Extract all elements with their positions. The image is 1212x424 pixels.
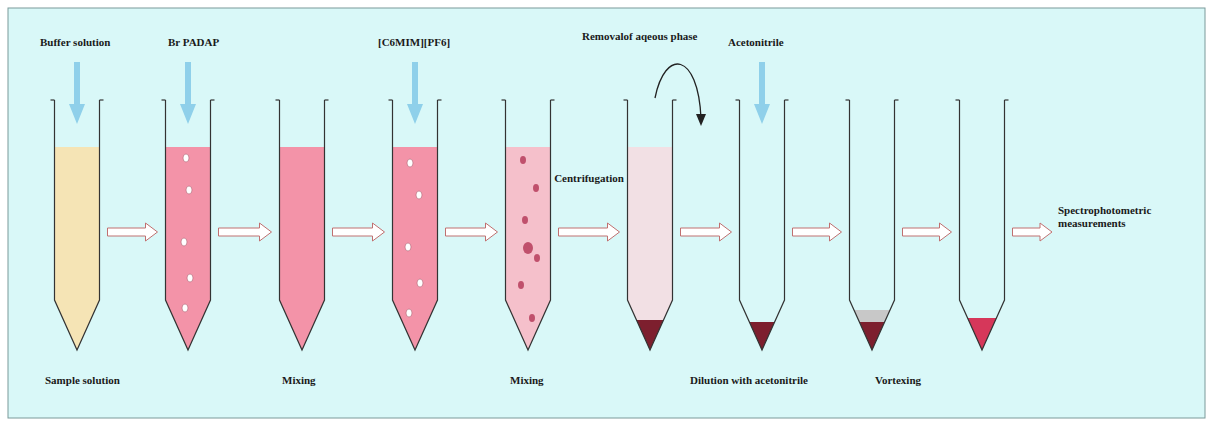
tube-lip [100,99,104,100]
tube-liquid [280,147,325,350]
tube-lip [846,99,850,100]
tube-lip [673,99,677,100]
tube-lip [502,99,506,100]
process-arrow [446,223,498,241]
process-arrow [681,223,732,241]
tube-lip [438,99,442,100]
tube-lip [895,99,899,100]
tube-lip [785,99,789,100]
tube-liquid [859,322,884,350]
tube-liquid [854,310,890,322]
removal-arrow [655,64,701,118]
addition-arrow [754,62,770,124]
drop [534,254,540,262]
tube-liquid [393,147,438,350]
tube-lip [325,99,329,100]
bubble [405,243,411,251]
step-label: Spectrophotometric measurements [1058,204,1168,230]
tube-lip [211,99,215,100]
tube-lip [1005,99,1009,100]
addition-arrow [180,62,196,124]
bubble [407,159,413,167]
tube-lip [624,99,628,100]
tube-liquid [55,147,100,350]
tube-liquid [506,147,551,350]
bubble [406,309,412,317]
drop [529,314,535,322]
step-label: Acetonitrile [728,36,784,49]
bubble [181,238,187,246]
drop [520,156,526,164]
test-tube [628,100,673,350]
process-arrow [219,223,272,241]
bubble [416,191,422,199]
frame [8,8,1205,418]
step-label: [C6MIM][PF6] [378,36,450,49]
step-label: Mixing [282,374,316,387]
process-arrow [793,223,842,241]
tube-lip [51,99,55,100]
bubble [187,274,193,282]
addition-arrow [407,62,423,124]
step-label: Br PADAP [168,36,219,49]
drop [522,216,528,224]
step-label: Sample solution [45,374,120,387]
drop [523,242,533,254]
test-tube [740,100,785,350]
step-label: Removalof aqeous phase [582,30,698,43]
process-arrow [108,223,158,241]
drop [518,281,524,289]
process-arrow [333,223,385,241]
test-tube [393,100,438,350]
test-tube [166,100,211,350]
bubble [182,304,188,312]
tube-liquid [968,318,997,350]
step-label: Buffer solution [40,36,110,49]
tube-lip [551,99,555,100]
tube-liquid [628,147,673,320]
tube-liquid [749,322,774,350]
step-label: Mixing [510,374,544,387]
tube-liquid [166,147,211,350]
tube-liquid [637,320,664,350]
addition-arrow [69,62,85,124]
step-label: Centrifugation [554,172,624,185]
bubble [186,186,192,194]
test-tube [960,100,1005,350]
step-label: Dilution with acetonitrile [690,374,808,387]
tube-lip [276,99,280,100]
bubble [417,279,423,287]
step-label: Vortexing [875,374,921,387]
process-arrow [1013,223,1053,241]
test-tube [850,100,895,350]
drop [533,184,539,192]
tube-lip [956,99,960,100]
process-arrow [559,223,620,241]
process-arrow [903,223,952,241]
tube-lip [736,99,740,100]
bubble [183,154,189,162]
test-tube [55,100,100,350]
removal-arrowhead [696,114,706,126]
tube-lip [389,99,393,100]
test-tube [280,100,325,350]
tube-lip [162,99,166,100]
test-tube [506,100,551,350]
